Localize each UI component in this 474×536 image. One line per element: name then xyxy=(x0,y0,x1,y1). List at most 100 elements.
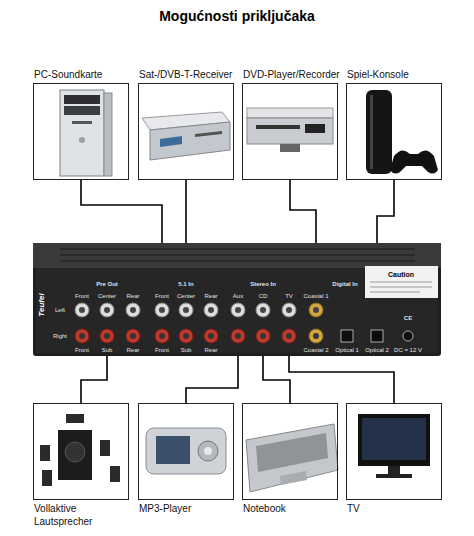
notebook-picture xyxy=(246,424,338,492)
rca-jacks-white xyxy=(286,307,292,313)
rca-jacks-white xyxy=(183,307,189,313)
jack-label: Coaxial 2 xyxy=(303,347,328,353)
rca-jacks-red xyxy=(126,329,140,343)
connector-line xyxy=(81,356,107,403)
dvd-player-picture xyxy=(247,118,333,144)
device-box: Vollaktive Lautsprecher xyxy=(33,403,129,500)
device-box: MP3-Player xyxy=(138,403,234,500)
rca-jacks-red xyxy=(256,329,270,343)
rca-jacks-red xyxy=(100,329,114,343)
receiver-picture xyxy=(160,136,182,147)
rca-jacks-red xyxy=(235,333,241,339)
amplifier-back-panel xyxy=(33,243,441,268)
amplifier-panel: TeufelPre OutFrontCenterRear5.1 InFrontC… xyxy=(33,243,441,356)
dvd-player-picture xyxy=(247,108,333,152)
tv-picture xyxy=(376,474,412,478)
diagram-title: Mogućnosti priključaka xyxy=(0,8,474,24)
rca-jacks-white xyxy=(260,307,266,313)
rca-jacks-red xyxy=(231,329,245,343)
device-label: Sat-/DVB-T-Receiver xyxy=(139,68,232,81)
receiver-picture xyxy=(150,122,230,160)
jack-label: Center xyxy=(177,293,195,299)
rca-jacks-red xyxy=(204,329,218,343)
amplifier-back-panel xyxy=(370,282,432,292)
connector-line xyxy=(81,180,162,243)
pc-tower-picture xyxy=(64,106,100,115)
jack-label: Pre Out xyxy=(96,281,118,287)
speaker-set-picture xyxy=(58,430,92,480)
speaker-set-picture xyxy=(40,445,50,461)
device-label: Notebook xyxy=(243,502,286,515)
rca-jacks-white xyxy=(75,303,323,317)
mp3-player-picture xyxy=(146,428,226,474)
jack-label: Front xyxy=(155,293,169,299)
rca-jacks-red xyxy=(282,329,296,343)
rca-jacks-red xyxy=(309,329,323,343)
amplifier-back-panel xyxy=(60,249,415,261)
mp3-player-picture xyxy=(156,436,190,464)
rca-jacks-white xyxy=(313,307,319,313)
rca-jacks-white xyxy=(159,307,165,313)
optical-and-dc-sockets xyxy=(403,331,413,341)
device-label: Spiel-Konsole xyxy=(347,68,409,81)
jack-label: CD xyxy=(259,293,268,299)
device-box: PC-Soundkarte xyxy=(33,83,129,180)
mp3-player-picture xyxy=(198,441,218,461)
jack-label: CE xyxy=(404,315,412,321)
console-picture xyxy=(390,150,438,173)
rca-jacks-white xyxy=(208,307,214,313)
jack-label: TV xyxy=(285,293,293,299)
jack-label: Digital In xyxy=(332,281,357,287)
jack-label: Rear xyxy=(204,293,217,299)
rca-jacks-white xyxy=(130,307,136,313)
jack-label: Optical 2 xyxy=(365,347,389,353)
console-picture xyxy=(370,95,373,169)
speaker-set-picture xyxy=(40,414,120,486)
dvd-player-picture xyxy=(305,124,325,133)
jack-label: Left xyxy=(55,307,65,313)
dvd-player-picture xyxy=(280,144,300,152)
jack-label: Center xyxy=(98,293,116,299)
rca-jacks-red xyxy=(104,333,110,339)
rca-jacks-white xyxy=(75,303,89,317)
receiver-picture xyxy=(195,131,222,137)
device-label: Vollaktive Lautsprecher xyxy=(34,502,130,528)
pc-tower-picture xyxy=(60,90,104,176)
rca-jacks-red xyxy=(183,333,189,339)
connector-line xyxy=(185,180,187,243)
console-picture xyxy=(366,90,438,174)
notebook-picture xyxy=(246,424,338,492)
dvd-player-picture xyxy=(247,108,333,118)
optical-and-dc-sockets xyxy=(341,330,413,342)
jack-label: Sub xyxy=(181,347,192,353)
rca-jacks-white xyxy=(79,307,85,313)
rca-jacks-white xyxy=(104,307,110,313)
tv-picture xyxy=(362,418,426,460)
jack-label: Right xyxy=(53,333,67,339)
rca-jacks-red xyxy=(179,329,193,343)
jack-label: DC = 12 V xyxy=(394,347,422,353)
console-picture xyxy=(366,90,392,174)
pc-tower-picture xyxy=(104,93,112,176)
speaker-set-picture xyxy=(66,414,84,423)
jack-label: Sub xyxy=(102,347,113,353)
rca-jacks-white xyxy=(179,303,193,317)
optical-and-dc-sockets xyxy=(371,330,383,342)
device-box: DVD-Player/Recorder xyxy=(242,83,338,180)
connector-line xyxy=(289,356,394,403)
rca-jacks-red xyxy=(155,329,169,343)
receiver-picture xyxy=(142,112,230,160)
jack-label: Rear xyxy=(204,347,217,353)
device-label: MP3-Player xyxy=(139,502,191,515)
amplifier-back-panel xyxy=(365,266,438,298)
rca-jacks-white xyxy=(282,303,296,317)
warning-label: Caution xyxy=(388,271,414,278)
jack-label: Front xyxy=(75,293,89,299)
device-label: DVD-Player/Recorder xyxy=(243,68,340,81)
pc-tower-picture xyxy=(72,121,92,124)
rca-jacks-white xyxy=(126,303,140,317)
rca-jacks-white xyxy=(100,303,114,317)
rca-jacks-red xyxy=(260,333,266,339)
jack-label: Front xyxy=(155,347,169,353)
